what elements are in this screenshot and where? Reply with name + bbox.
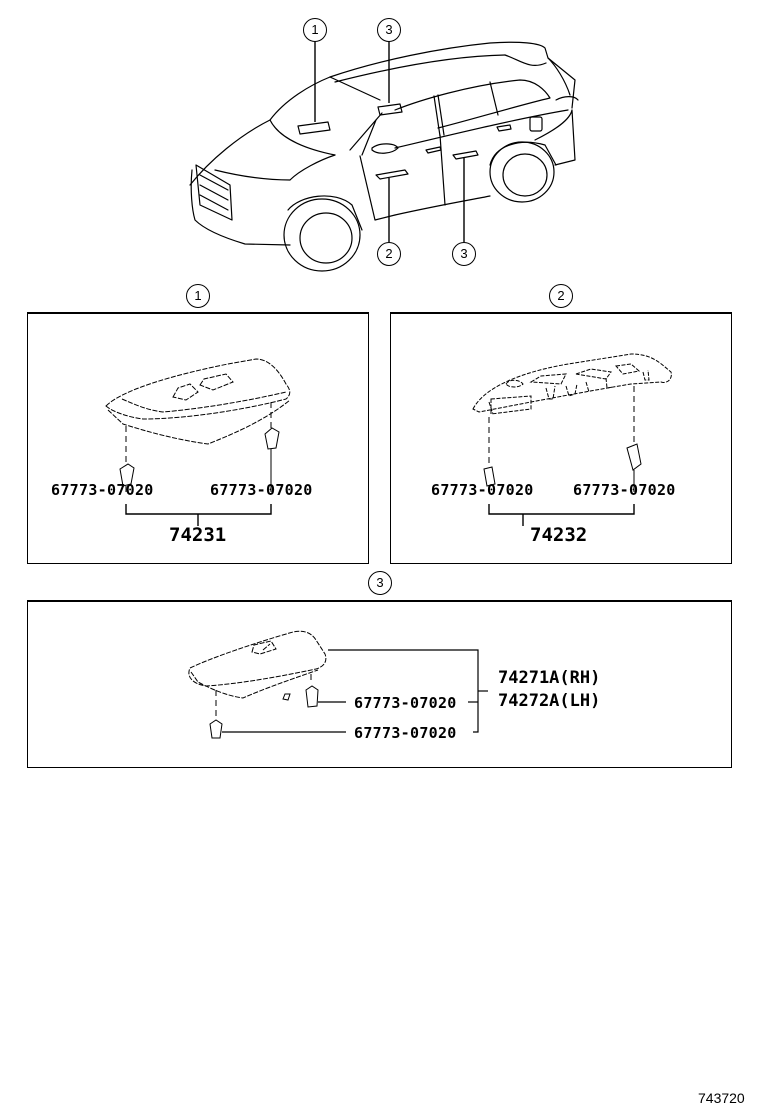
panel-2: 67773-07020 67773-07020 74232 (390, 312, 732, 564)
overview-callout-3-roof[interactable]: 3 (377, 18, 401, 42)
panel-3-callout: 3 (368, 571, 392, 595)
panel-1-callout: 1 (186, 284, 210, 308)
panel-3-clip-part-upper[interactable]: 67773-07020 (354, 694, 457, 712)
panel-1-assembly-part[interactable]: 74231 (169, 524, 227, 546)
panel-2-assembly-part[interactable]: 74232 (530, 524, 588, 546)
panel-3: 67773-07020 67773-07020 74271A(RH) 74272… (27, 600, 732, 768)
driver-window-switch-bezel-illustration (105, 358, 291, 526)
panel-3-assembly-part-rh[interactable]: 74271A(RH) (498, 668, 601, 688)
panel-2-callout: 2 (549, 284, 573, 308)
panel-2-clip-part-right[interactable]: 67773-07020 (573, 481, 676, 499)
overview-callout-3-rear[interactable]: 3 (452, 242, 476, 266)
panel-3-assembly-part-lh[interactable]: 74272A(LH) (498, 691, 601, 711)
panel-1-clip-part-left[interactable]: 67773-07020 (51, 481, 154, 499)
panel-1: 67773-07020 67773-07020 74231 (27, 312, 369, 564)
panel-3-clip-part-lower[interactable]: 67773-07020 (354, 724, 457, 742)
illustration-number: 743720 (698, 1090, 745, 1106)
vehicle-overview-illustration (189, 41, 579, 272)
panel-1-clip-part-right[interactable]: 67773-07020 (210, 481, 313, 499)
overview-callout-2[interactable]: 2 (377, 242, 401, 266)
overview-callout-1[interactable]: 1 (303, 18, 327, 42)
rear-window-switch-bezel-illustration (188, 630, 488, 739)
passenger-window-switch-base-illustration (472, 353, 672, 526)
panel-2-clip-part-left[interactable]: 67773-07020 (431, 481, 534, 499)
